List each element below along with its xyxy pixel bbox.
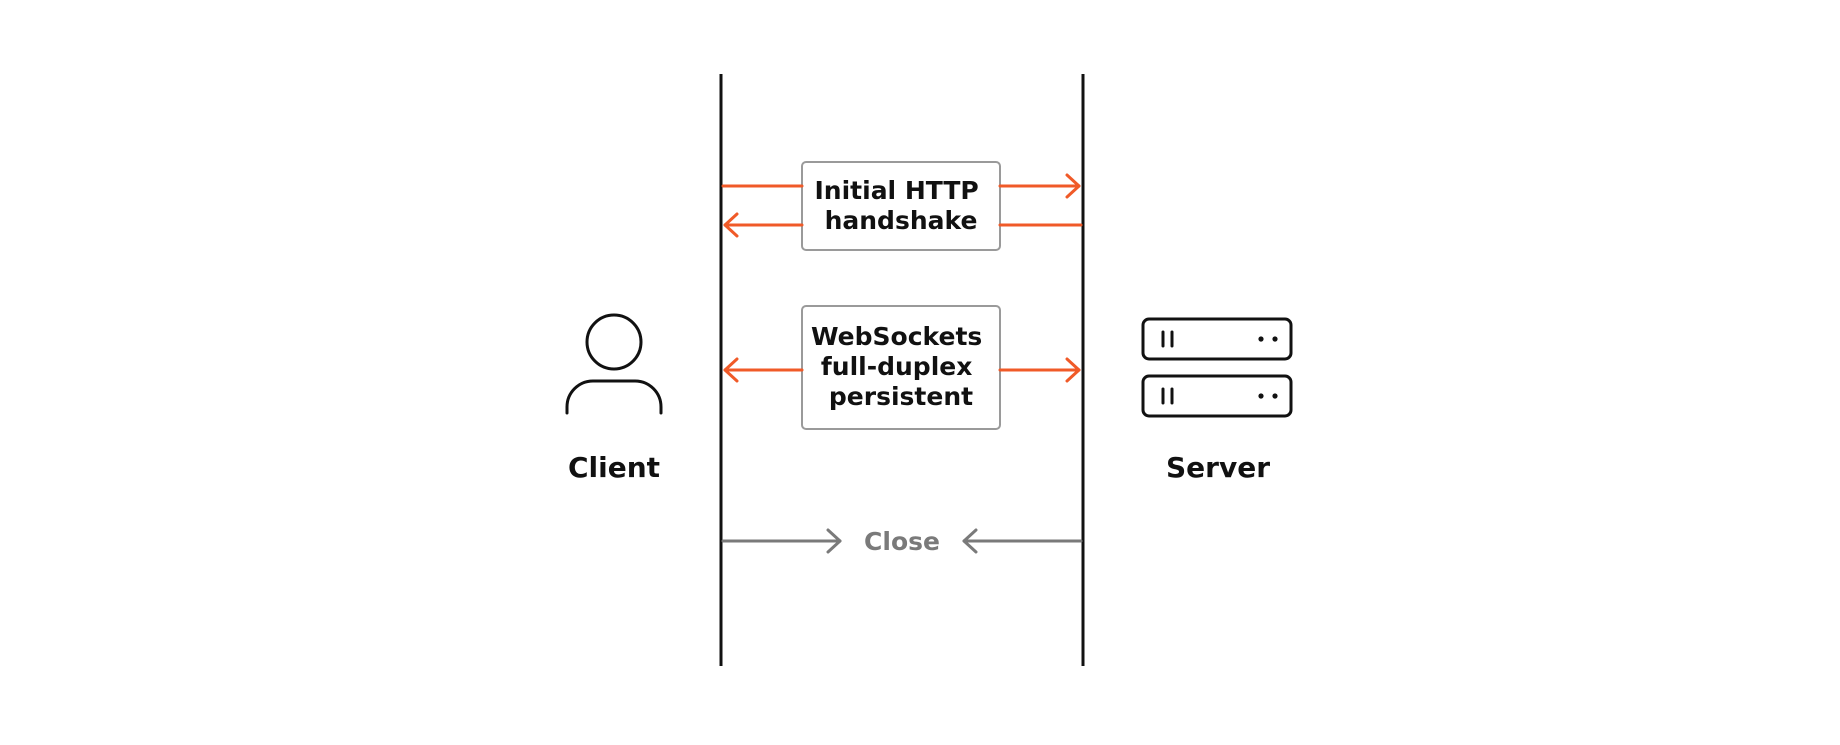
full-duplex-server-arrow xyxy=(998,357,1081,383)
server-icon xyxy=(1141,317,1293,418)
handshake-label: Initial HTTP handshake xyxy=(815,176,988,235)
websockets-label-line-1: WebSockets xyxy=(811,322,982,351)
client-label: Client xyxy=(568,451,660,484)
server-label: Server xyxy=(1166,451,1270,484)
handshake-label-line-1: Initial HTTP xyxy=(815,176,979,205)
handshake-request-arrow xyxy=(721,173,1081,199)
person-icon xyxy=(565,313,663,415)
websockets-box xyxy=(801,305,1001,430)
server-unit-top xyxy=(1141,317,1293,361)
websockets-label: WebSockets full-duplex persistent xyxy=(811,322,991,411)
server-unit-bottom xyxy=(1141,374,1293,418)
close-server-arrow xyxy=(962,528,1083,554)
full-duplex-client-arrow xyxy=(723,357,804,383)
close-label: Close xyxy=(864,527,940,556)
websockets-label-line-2: full-duplex xyxy=(821,352,972,381)
handshake-label-line-2: handshake xyxy=(825,206,978,235)
handshake-response-arrow xyxy=(723,212,1083,238)
handshake-box xyxy=(801,161,1001,251)
close-client-arrow xyxy=(721,528,842,554)
websockets-label-line-3: persistent xyxy=(829,382,973,411)
